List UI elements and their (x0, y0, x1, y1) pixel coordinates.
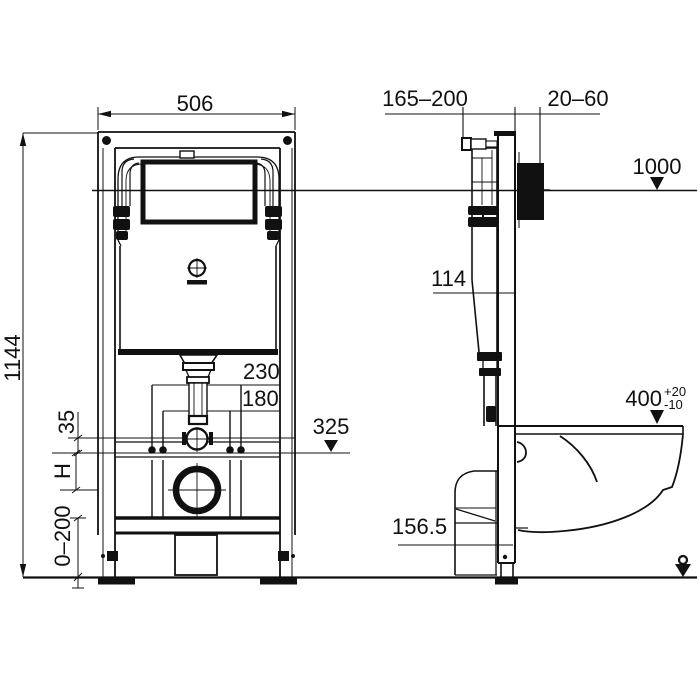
inspection-opening (140, 159, 258, 225)
level-325-label: 325 (313, 414, 350, 439)
dim-frame-width-label: 506 (177, 91, 214, 116)
dim-outlet-height-label: 156.5 (392, 514, 447, 539)
side-view: 165–200 20–60 (382, 86, 691, 585)
level-1000-triangle (650, 177, 664, 190)
dim-height-h-label: H (50, 463, 75, 479)
floor-marker-triangle (675, 564, 691, 577)
arrow-left (98, 110, 111, 118)
front-view: 506 1144 35 H 0–200 (0, 91, 350, 589)
foot-plate-left (98, 578, 135, 585)
pipe-clamp-right (265, 206, 282, 217)
foot-plate-side (495, 578, 518, 585)
arrow-up (19, 133, 27, 146)
dim-pan-height-tol-plus: +20 (664, 384, 686, 399)
dim-pan-height: 400 +20 -10 (625, 384, 686, 424)
floor-marker (675, 554, 691, 577)
top-tab (179, 150, 195, 159)
flush-pipe-side (471, 279, 502, 426)
frame-rail-side (494, 131, 518, 585)
wall-bracket-right (278, 551, 289, 561)
cistern-side (468, 147, 498, 352)
corner-bolt-left (102, 136, 111, 145)
pan-inner-arc (559, 435, 598, 483)
level-325: 325 (313, 414, 350, 452)
dim-height-h: H (50, 449, 98, 494)
level-1000-label: 1000 (633, 154, 682, 179)
pipe-clamp-left (113, 206, 130, 217)
dim-outlet-height: 156.5 (392, 514, 513, 546)
dim-114-label: 114 (431, 266, 466, 291)
dim-offset-35: 35 (54, 410, 83, 457)
flush-plate-black (517, 163, 544, 220)
dim-wall-finish-label: 20–60 (547, 86, 608, 111)
dim-frame-width: 506 (97, 91, 296, 130)
dim-leg-adjust: 0–200 (50, 505, 86, 589)
water-supply-elbow (461, 137, 498, 151)
flush-pipe-front (178, 354, 219, 452)
flush-plate-window (113, 150, 282, 247)
dim-pan-height-label: 400 (625, 386, 662, 411)
wall-bracket-left (107, 551, 118, 561)
corner-bolt-right (283, 136, 292, 145)
filling-valve (187, 258, 207, 285)
arrow-down (19, 564, 27, 577)
pipe-clip (486, 406, 496, 422)
dim-114: 114 (431, 266, 515, 294)
wc-pan-side (497, 425, 684, 533)
cistern-bottom-band (118, 349, 278, 355)
dim-supply-depth-label: 165–200 (382, 86, 468, 111)
pan-back-bump (516, 441, 527, 463)
dim-frame-height: 1144 (0, 132, 98, 577)
outlet-bend-housing (454, 470, 497, 576)
waste-outlet (168, 463, 226, 517)
dim-fixing-inner: 180 (163, 386, 280, 412)
dim-fixing-inner-label: 180 (242, 386, 279, 411)
pan-outline (517, 433, 684, 533)
level-325-triangle (324, 440, 338, 452)
arrow-right (282, 110, 295, 118)
pan-fixing-studs (148, 385, 245, 517)
dim-fixing-outer: 230 (152, 359, 280, 386)
level-400-triangle (650, 410, 664, 424)
dim-offset-35-label: 35 (54, 410, 79, 434)
dim-frame-height-label: 1144 (0, 334, 25, 381)
foot-plate-right (260, 578, 297, 585)
dim-leg-adjust-label: 0–200 (50, 505, 75, 566)
dim-pan-height-tol-minus: -10 (664, 397, 683, 412)
spacer-block (174, 534, 218, 576)
level-1000-marker: 1000 (633, 154, 682, 190)
frame-structure (97, 131, 297, 585)
dim-fixing-outer-label: 230 (243, 359, 280, 384)
flush-plate-side (517, 152, 550, 228)
dim-depth-ranges: 165–200 20–60 (382, 86, 609, 163)
